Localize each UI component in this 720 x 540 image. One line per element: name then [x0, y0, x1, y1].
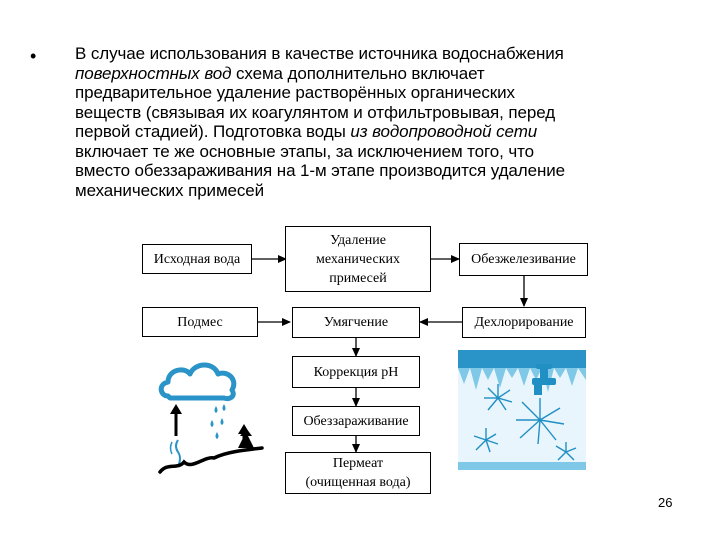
para-line-6: включает те же основные этапы, за исключ… [75, 141, 534, 161]
box-permeate: Пермеат (очищенная вода) [285, 452, 431, 494]
label-mech-removal-3: примесей [329, 270, 387, 286]
box-source-water: Исходная вода [142, 244, 252, 274]
para-line-8: механических примесей [75, 180, 265, 200]
emphasis-surface-waters: поверхностных вод [75, 63, 232, 83]
label-ph-correction: Коррекция рН [313, 364, 399, 380]
para-line-3: предварительное удаление растворённых ор… [75, 83, 515, 102]
label-deironing: Обезжелезивание [471, 252, 576, 267]
label-disinfection: Обеззараживание [303, 413, 409, 429]
bullet-marker: • [30, 46, 37, 66]
label-permeate-1: Пермеат [332, 456, 384, 471]
box-blending: Подмес [142, 307, 258, 337]
water-cycle-icon [158, 362, 264, 474]
label-softening: Умягчение [323, 315, 389, 330]
box-softening: Умягчение [292, 307, 420, 338]
box-dechlorination: Дехлорирование [462, 307, 586, 338]
label-mech-removal-1: Удаление [330, 232, 386, 248]
box-deironing: Обезжелезивание [459, 243, 588, 276]
label-blending: Подмес [177, 314, 223, 330]
frozen-tap-picture [458, 350, 586, 470]
label-mech-removal-2: механических [315, 251, 400, 267]
box-disinfection: Обеззараживание [292, 406, 420, 436]
emphasis-tap-water: из водопроводной сети [350, 122, 538, 141]
para-line-4: веществ (связывая их коагулянтом и отфил… [75, 102, 556, 122]
para-line-5: первой стадией). Подготовка воды из водо… [75, 122, 695, 142]
para-line-5-start: первой стадией). Подготовка воды [75, 122, 351, 141]
box-mech-removal: Удаление механических примесей [285, 226, 431, 292]
body-paragraph: В случае использования в качестве источн… [75, 44, 695, 200]
para-line-2: поверхностных вод схема дополнительно вк… [75, 64, 695, 84]
para-line-1: В случае использования в качестве источн… [75, 44, 564, 63]
label-permeate-2: (очищенная вода) [305, 475, 411, 490]
page-number: 26 [658, 495, 673, 510]
label-dechlorination: Дехлорирование [474, 315, 574, 330]
label-source-water: Исходная вода [153, 251, 241, 267]
box-ph-correction: Коррекция рН [292, 356, 420, 388]
para-line-7: вместо обеззараживания на 1-м этапе прои… [75, 161, 565, 180]
para-line-2-rest: схема дополнительно включает [231, 63, 485, 83]
